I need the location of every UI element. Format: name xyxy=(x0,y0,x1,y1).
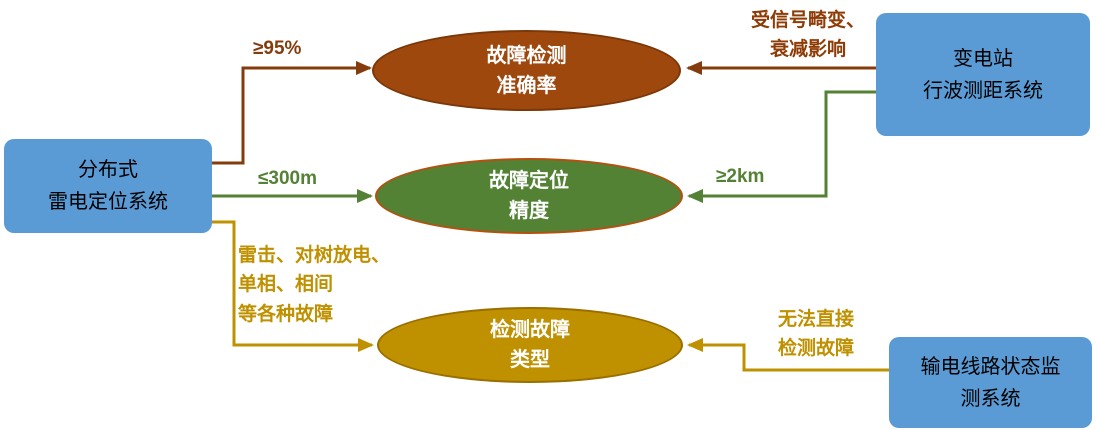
edge-label-precision-right: ≥2km xyxy=(716,166,765,187)
edge-left-to-accuracy xyxy=(212,61,372,165)
node-distributed-lightning-location-system: 分布式 雷电定位系统 xyxy=(4,139,212,233)
edge-label-accuracy-right: 受信号畸变、 衰减影响 xyxy=(750,10,865,61)
edge-label-precision-left: ≤300m xyxy=(258,168,318,189)
node-substation-traveling-wave-ranging-system: 变电站 行波测距系统 xyxy=(876,13,1090,136)
ellipse-fault-detection-accuracy: 故障检测 准确率 xyxy=(372,30,681,111)
edge-label-faulttype-right: 无法直接 检测故障 xyxy=(777,309,854,360)
edge-label-faulttype-left: 雷击、对树放电、 单相、相间 等各种故障 xyxy=(238,245,391,325)
ellipse-fault-location-precision: 故障定位 精度 xyxy=(375,158,683,234)
node-transmission-line-condition-monitoring-system: 输电线路状态监 测系统 xyxy=(889,337,1092,428)
edge-label-accuracy-left: ≥95% xyxy=(253,38,302,59)
edge-right-to-precision xyxy=(687,90,876,203)
ellipse-detected-fault-types: 检测故障 类型 xyxy=(377,307,683,383)
edge-right-to-faulttype xyxy=(687,338,889,372)
edge-left-to-faulttype xyxy=(212,220,374,352)
